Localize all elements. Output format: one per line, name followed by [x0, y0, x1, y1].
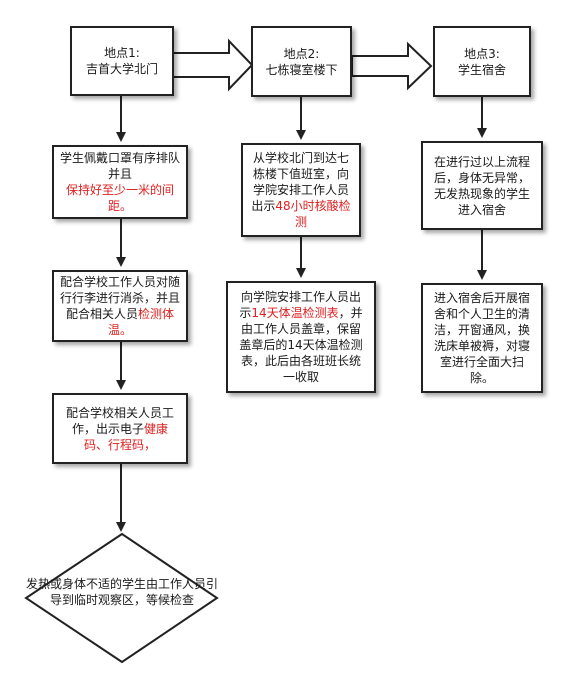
decision-diamond: [24, 532, 219, 664]
location-3-name: 学生宿舍: [457, 62, 506, 77]
step-health-code-highlight: 健康码、行程码，: [83, 421, 169, 452]
block-arrow-loc1-to-loc2: [171, 38, 254, 92]
step-nucleic-test-content: 从学校北门到达七栋楼下值班室，向学院安排工作人员出示48小时核酸检测: [251, 150, 351, 230]
step-health-code-content: 配合学校相关人员工作，出示电子健康码、行程码，: [60, 405, 180, 453]
step-enter-dorm-box: 在进行过以上流程后，身体无异常，无发热现象的学生进入宿舍: [421, 141, 543, 230]
step-temperature-form-text-pre: 向学院安排工作人员出示: [239, 290, 361, 320]
block-arrow-loc2-to-loc3: [351, 41, 433, 91]
step-enter-dorm-text: 在进行过以上流程后，身体无异常，无发热现象的学生进入宿舍: [433, 154, 530, 217]
step-temperature-form-content: 向学院安排工作人员出示14天体温检测表，并由工作人员盖章，保留盖章后的14天体温…: [236, 289, 366, 385]
step-clean-dorm-box: 进入宿舍后开展宿舍和个人卫生的清洁，开窗通风，换洗床单被褥，对寝室进行全面大扫除…: [421, 283, 543, 393]
step-temperature-form-box: 向学院安排工作人员出示14天体温检测表，并由工作人员盖章，保留盖章后的14天体温…: [226, 281, 376, 393]
location-1-label: 地点1:: [104, 46, 140, 60]
step-nucleic-test-text: 从学校北门到达七栋楼下值班室，向学院安排工作人员出示: [251, 151, 349, 213]
step-temperature-form-highlight: 14天体温检测表: [251, 306, 339, 320]
step-queue-box: 学生佩戴口罩有序排队并且 保持好至少一米的间距。: [52, 145, 188, 219]
step-disinfect-box: 配合学校工作人员对随行行李进行消杀，并且配合相关人员检测体温。: [52, 270, 188, 342]
location-2-name: 七栋寝室楼下: [265, 62, 338, 77]
step-nucleic-test-highlight: 48小时核酸检测: [275, 199, 351, 229]
location-1-box: 地点1: 吉首大学北门: [70, 26, 174, 96]
location-2-box: 地点2: 七栋寝室楼下: [251, 26, 352, 97]
step-disinfect-text: 配合学校工作人员对随行行李进行消杀，并且配合相关人员: [60, 275, 181, 321]
step-disinfect-content: 配合学校工作人员对随行行李进行消杀，并且配合相关人员检测体温。: [60, 274, 180, 338]
location-3-label: 地点3:: [464, 46, 500, 61]
location-2-label: 地点2:: [283, 46, 320, 61]
location-3-box: 地点3: 学生宿舍: [433, 26, 531, 97]
step-nucleic-test-box: 从学校北门到达七栋楼下值班室，向学院安排工作人员出示48小时核酸检测: [241, 143, 361, 237]
step-clean-dorm-text: 进入宿舍后开展宿舍和个人卫生的清洁，开窗通风，换洗床单被褥，对寝室进行全面大扫除…: [433, 291, 530, 385]
location-1-name: 吉首大学北门: [85, 62, 158, 76]
step-health-code-box: 配合学校相关人员工作，出示电子健康码、行程码，: [52, 393, 188, 464]
step-health-code-text: 配合学校相关人员工作，出示电子: [65, 405, 174, 436]
decision-text: 发热或身体不适的学生由工作人员引导到临时观察区，等候检查: [25, 577, 218, 607]
step-temperature-form-text-post: ，并由工作人员盖章，保留盖章后的14天体温检测表，此后由各班班长统一收取: [239, 306, 363, 384]
step-queue-highlight: 保持好至少一米的间距。: [65, 183, 174, 213]
step-disinfect-highlight: 检测体温。: [107, 307, 175, 337]
step-queue-text: 学生佩戴口罩有序排队并且: [60, 151, 181, 181]
